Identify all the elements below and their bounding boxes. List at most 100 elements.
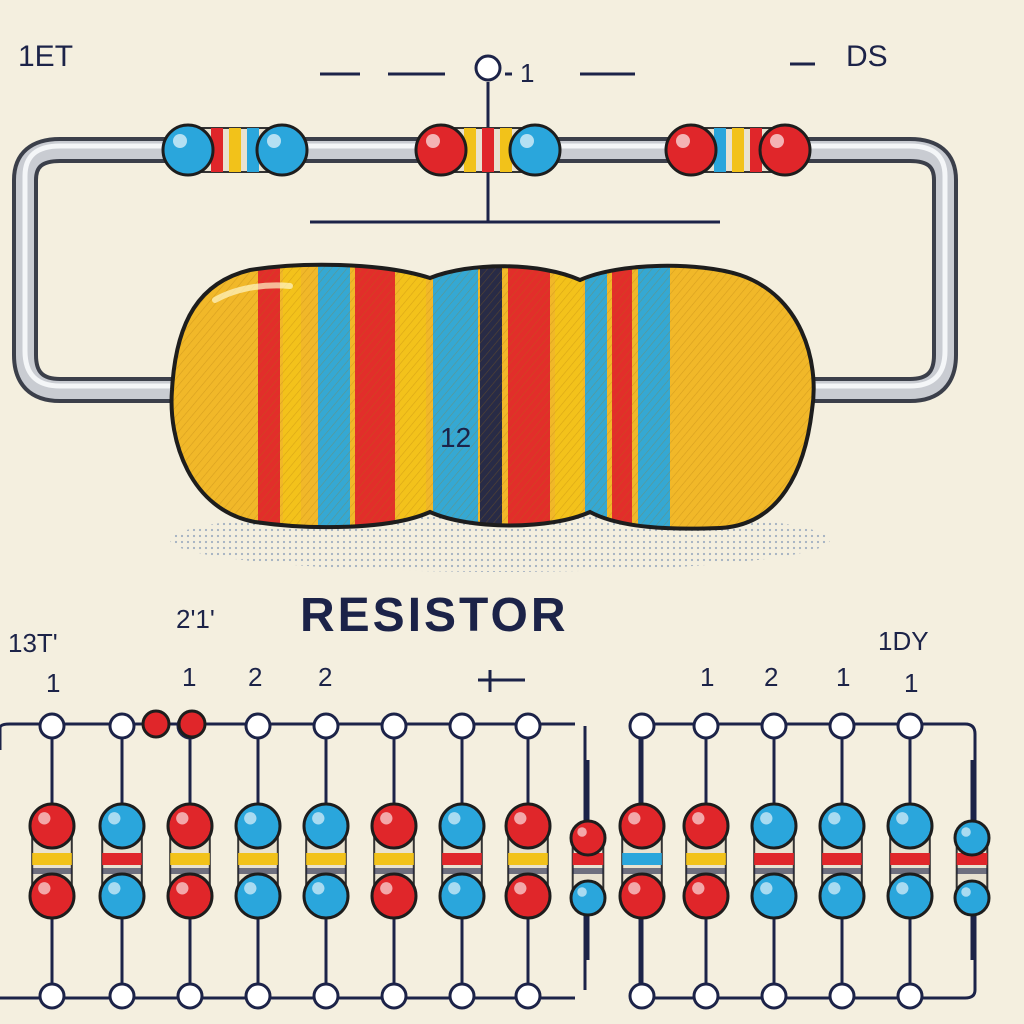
component-shine — [760, 882, 773, 895]
bottom-label: 1 — [182, 662, 197, 692]
component-shine — [628, 812, 641, 825]
component-band-dark — [572, 868, 604, 874]
ladder-column-2 — [98, 712, 146, 1010]
component-bottom-bead — [98, 872, 146, 920]
ladder-column-9 — [569, 760, 607, 960]
component-top-bead — [886, 802, 934, 850]
top-bead-2 — [414, 123, 562, 177]
ladder-column-8 — [504, 712, 552, 1010]
bead-band — [247, 128, 259, 172]
component-shine — [38, 812, 51, 825]
component-band-dark — [822, 868, 862, 874]
component-band — [102, 853, 142, 865]
red-node-2 — [177, 709, 207, 739]
component-top-bead — [370, 802, 418, 850]
component-top-bead — [438, 802, 486, 850]
ladder-column-1 — [28, 712, 76, 1010]
diagram-title: RESISTOR — [300, 589, 569, 642]
component-top-bead — [569, 819, 607, 857]
bead-band — [714, 128, 726, 172]
bead-band — [750, 128, 762, 172]
component-bottom-bead — [370, 872, 418, 920]
component-shine — [448, 812, 461, 825]
bead-end-right — [255, 123, 309, 177]
ladder-column-4 — [234, 712, 282, 1010]
component-bottom-bead — [438, 872, 486, 920]
component-shine — [448, 882, 461, 895]
component-band-dark — [374, 868, 414, 874]
ladder-column-5 — [302, 712, 350, 1010]
resistor-body-label: 12 — [440, 422, 472, 453]
component-band — [622, 853, 662, 865]
component-shine — [577, 887, 587, 897]
bottom-terminal — [760, 982, 788, 1010]
component-bottom-bead — [302, 872, 350, 920]
component-top-bead — [234, 802, 282, 850]
component-shine — [176, 812, 189, 825]
body-outline — [169, 262, 816, 531]
bead-band — [211, 128, 223, 172]
node-terminal — [474, 54, 502, 82]
component-shine — [961, 887, 971, 897]
bottom-label: 1 — [904, 668, 919, 698]
bead-end-left — [414, 123, 468, 177]
bead-shine — [770, 134, 784, 148]
bottom-terminal — [312, 982, 340, 1010]
component-top-bead — [618, 802, 666, 850]
component-shine — [108, 812, 121, 825]
ladder-column-12 — [750, 712, 798, 1010]
ladder-column-6 — [370, 712, 418, 1010]
component-band — [238, 853, 278, 865]
component-band-dark — [170, 868, 210, 874]
top-terminal — [312, 712, 340, 740]
top-terminal — [514, 712, 542, 740]
bead-shine — [267, 134, 281, 148]
component-top-bead — [504, 802, 552, 850]
component-shine — [176, 882, 189, 895]
bottom-terminal — [514, 982, 542, 1010]
component-band-dark — [622, 868, 662, 874]
top-bead-1 — [161, 123, 309, 177]
component-shine — [692, 812, 705, 825]
component-bottom-bead — [569, 879, 607, 917]
component-band-dark — [306, 868, 346, 874]
bottom-label: 1 — [46, 668, 61, 698]
bottom-terminal — [38, 982, 66, 1010]
component-bottom-bead — [234, 872, 282, 920]
component-shine — [514, 812, 527, 825]
component-top-bead — [750, 802, 798, 850]
component-band-dark — [508, 868, 548, 874]
ladder-column-10 — [618, 712, 666, 1010]
bottom-label: 2 — [764, 662, 779, 692]
component-bottom-bead — [166, 872, 214, 920]
component-band-dark — [754, 868, 794, 874]
component-band — [32, 853, 72, 865]
component-band — [306, 853, 346, 865]
component-bottom-bead — [953, 879, 991, 917]
component-band — [956, 853, 988, 865]
bead-end-right — [758, 123, 812, 177]
top-terminal — [760, 712, 788, 740]
component-shine — [38, 882, 51, 895]
component-shine — [896, 812, 909, 825]
component-band — [170, 853, 210, 865]
top-bead-3 — [664, 123, 812, 177]
bead-band — [732, 128, 744, 172]
bead-shine — [426, 134, 440, 148]
bead-end-left — [664, 123, 718, 177]
bottom-terminal — [380, 982, 408, 1010]
bottom-terminal — [828, 982, 856, 1010]
bottom-label: 2 — [248, 662, 263, 692]
bottom-label: 1DY — [878, 626, 929, 656]
component-band-dark — [890, 868, 930, 874]
component-bottom-bead — [618, 872, 666, 920]
bead-shine — [173, 134, 187, 148]
bottom-terminal — [628, 982, 656, 1010]
top-terminal — [896, 712, 924, 740]
ladder-column-13 — [818, 712, 866, 1010]
bottom-terminal — [692, 982, 720, 1010]
bead-shine — [676, 134, 690, 148]
component-bottom-bead — [750, 872, 798, 920]
